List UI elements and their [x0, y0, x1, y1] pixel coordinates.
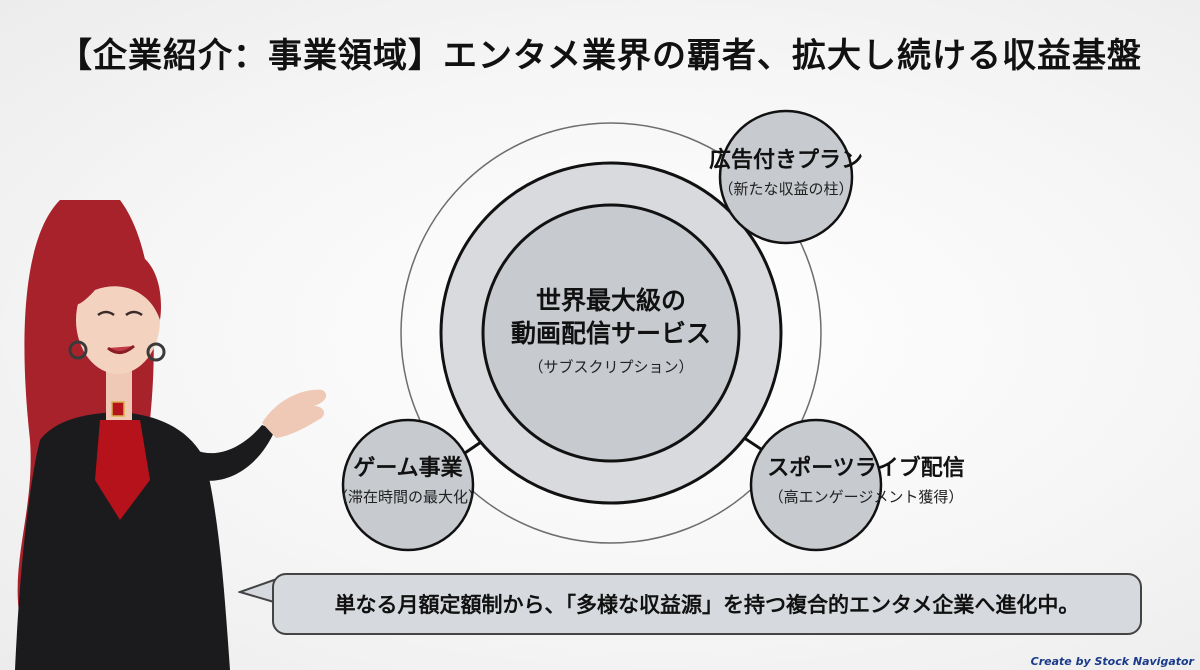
sports-label: スポーツライブ配信 （高エンゲージメント獲得） — [736, 456, 996, 507]
speech-bubble: 単なる月額定額制から、「多様な収益源」を持つ複合的エンタメ企業へ進化中。 — [272, 573, 1142, 635]
ads-subtitle: （新たな収益の柱） — [718, 180, 854, 199]
games-title: ゲーム事業 — [353, 456, 463, 481]
ads-label: 広告付きプラン （新たな収益の柱） — [700, 148, 872, 199]
satellite-games — [341, 418, 475, 552]
sports-subtitle: （高エンゲージメント獲得） — [768, 488, 964, 507]
games-label: ゲーム事業 （滞在時間の最大化） — [298, 456, 518, 507]
core-line1: 世界最大級の — [535, 286, 686, 315]
core-line2: 動画配信サービス — [510, 318, 711, 348]
sports-title: スポーツライブ配信 — [767, 456, 965, 481]
core-subtitle: （サブスクリプション） — [528, 358, 694, 376]
outer-ring — [400, 122, 822, 544]
page-title: 【企業紹介：事業領域】エンタメ業界の覇者、拡大し続ける収益基盤 — [58, 36, 1142, 76]
core-label: 世界最大級の 動画配信サービス （サブスクリプション） — [480, 285, 742, 377]
core-circle — [481, 203, 741, 463]
presenter-illustration — [15, 200, 327, 670]
credit-watermark: Create by Stock Navigator — [1030, 655, 1194, 668]
satellite-sports — [749, 418, 883, 552]
ads-title: 広告付きプラン — [708, 148, 863, 173]
satellite-ads — [718, 109, 854, 245]
games-subtitle: （滞在時間の最大化） — [332, 488, 483, 507]
